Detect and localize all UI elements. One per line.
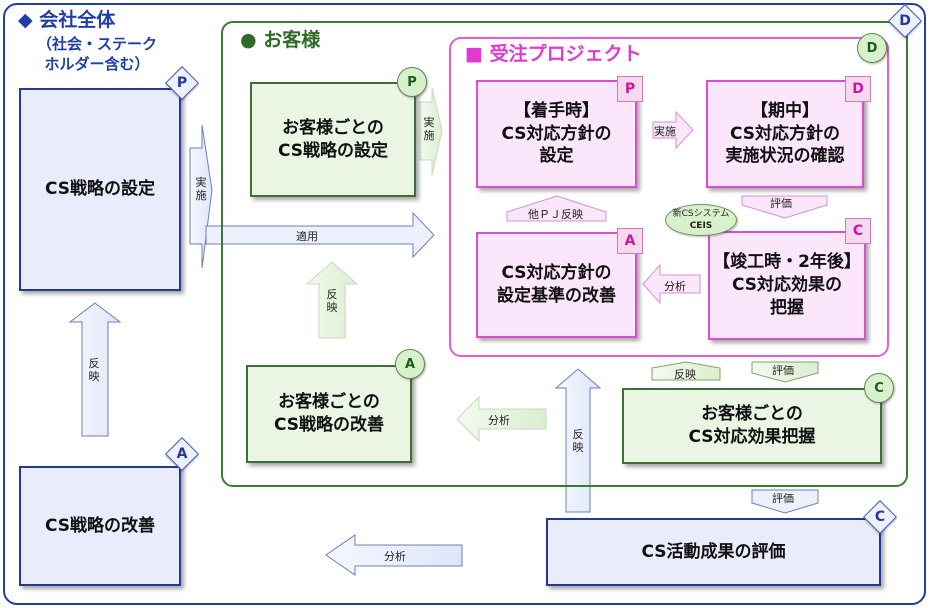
company-analyze-arrow bbox=[325, 534, 463, 576]
customer-reflect-arrow bbox=[305, 261, 359, 339]
proj-improve-label: CS対応方針の 設定基準の改善 bbox=[497, 263, 616, 306]
proj-mid-box: 【期中】 CS対応方針の 実施状況の確認 bbox=[706, 80, 864, 188]
customer-effect-grasp-box: お客様ごとの CS対応効果把握 bbox=[622, 388, 882, 464]
proj-start-label: 【着手時】 CS対応方針の 設定 bbox=[501, 100, 612, 167]
long-reflect-arrow bbox=[554, 368, 602, 513]
proj-evaluate-label: 評価 bbox=[770, 197, 792, 210]
badge-p-customer: P bbox=[397, 67, 427, 97]
effect-reflect-label: 反映 bbox=[674, 368, 696, 381]
proj-improve-box: CS対応方針の 設定基準の改善 bbox=[476, 232, 637, 338]
company-analyze-label: 分析 bbox=[384, 550, 406, 563]
customer-implement-label: 実施 bbox=[423, 116, 435, 142]
badge-a-customer: A bbox=[395, 349, 425, 379]
proj-other-reflect-label: 他ＰＪ反映 bbox=[528, 208, 583, 221]
proj-mid-label: 【期中】 CS対応方針の 実施状況の確認 bbox=[725, 100, 845, 167]
cs-activity-eval-label: CS活動成果の評価 bbox=[641, 541, 786, 562]
long-reflect-label: 反映 bbox=[572, 428, 584, 454]
ceis-badge: 新CSシステム CEIS bbox=[665, 204, 737, 236]
customer-analyze-arrow bbox=[456, 395, 547, 443]
proj-other-reflect-arrow bbox=[506, 195, 607, 222]
proj-end-label: 【竣工時・2年後】 CS対応効果の 把握 bbox=[713, 252, 861, 318]
company-subtitle: （社会・ステーク ホルダー含む） bbox=[36, 35, 157, 73]
proj-end-box: 【竣工時・2年後】 CS対応効果の 把握 bbox=[708, 231, 866, 340]
proj-start-box: 【着手時】 CS対応方針の 設定 bbox=[476, 80, 637, 188]
badge-c-customer: C bbox=[864, 373, 894, 403]
ceis-line1: 新CSシステム bbox=[672, 209, 730, 219]
ceis-line2: CEIS bbox=[689, 221, 713, 231]
badge-d-project: D bbox=[845, 76, 871, 102]
customer-strategy-set-label: お客様ごとの CS戦略の設定 bbox=[277, 117, 389, 161]
proj-analyze-label: 分析 bbox=[664, 280, 686, 293]
company-reflect-label: 反映 bbox=[88, 357, 100, 383]
company-evaluate-arrow bbox=[751, 489, 819, 514]
company-reflect-arrow bbox=[68, 302, 122, 437]
customer-strategy-improve-box: お客様ごとの CS戦略の改善 bbox=[246, 365, 412, 463]
proj-implement-label: 実施 bbox=[654, 125, 676, 138]
project-title: ■ 受注プロジェクト bbox=[465, 43, 642, 65]
badge-a-project: A bbox=[617, 228, 643, 254]
customer-strategy-improve-label: お客様ごとの CS戦略の改善 bbox=[273, 392, 385, 435]
cs-strategy-set-box: CS戦略の設定 bbox=[19, 88, 181, 291]
company-implement-label: 実施 bbox=[195, 176, 207, 202]
proj-evaluate-arrow bbox=[741, 195, 828, 219]
cs-strategy-set-label: CS戦略の設定 bbox=[44, 179, 156, 200]
customer-effect-grasp-label: お客様ごとの CS対応効果把握 bbox=[688, 404, 816, 447]
company-evaluate-label: 評価 bbox=[772, 492, 794, 505]
company-frame bbox=[3, 3, 926, 605]
proj-implement-arrow bbox=[652, 110, 694, 150]
apply-arrow bbox=[205, 211, 435, 259]
customer-reflect-label: 反映 bbox=[326, 288, 338, 314]
badge-c-project: C bbox=[845, 218, 871, 244]
effect-reflect-arrow bbox=[651, 361, 721, 381]
effect-evaluate-arrow bbox=[751, 361, 819, 383]
project-frame bbox=[449, 37, 889, 357]
badge-d-customer: D bbox=[857, 33, 887, 63]
customer-analyze-label: 分析 bbox=[488, 414, 510, 427]
customer-frame bbox=[221, 21, 908, 487]
cs-strategy-improve-label: CS戦略の改善 bbox=[44, 515, 156, 536]
effect-evaluate-label: 評価 bbox=[772, 364, 794, 377]
customer-title: ● お客様 bbox=[240, 29, 321, 51]
cs-activity-eval-box: CS活動成果の評価 bbox=[546, 518, 881, 586]
cs-strategy-improve-box: CS戦略の改善 bbox=[19, 466, 181, 586]
badge-p-project: P bbox=[617, 76, 643, 102]
customer-implement-arrow bbox=[419, 87, 443, 176]
proj-analyze-arrow bbox=[642, 263, 701, 305]
company-title: ◆ 会社全体 bbox=[18, 9, 116, 31]
customer-strategy-set-box: お客様ごとの CS戦略の設定 bbox=[250, 82, 416, 197]
apply-label: 適用 bbox=[296, 230, 318, 243]
